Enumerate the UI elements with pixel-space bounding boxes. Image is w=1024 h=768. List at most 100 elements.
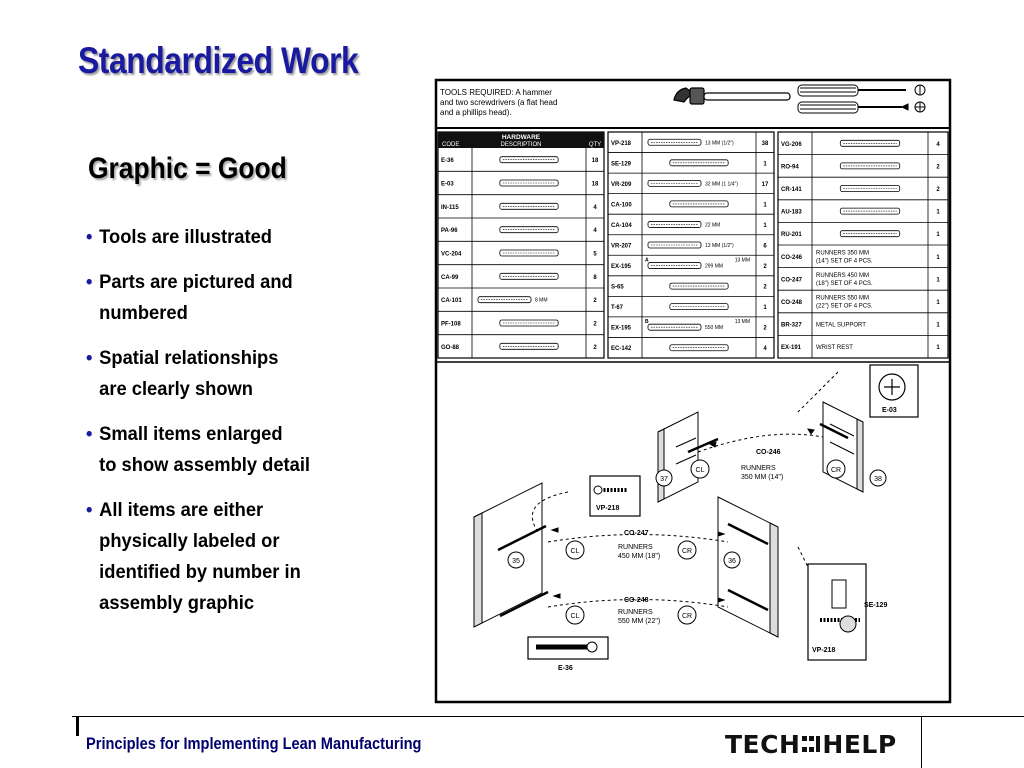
- hardware-qty: 2: [763, 264, 767, 270]
- part-size-note: 13 MM (1/2"): [705, 140, 734, 146]
- part-icon: [647, 262, 702, 269]
- part-icon: [839, 162, 901, 170]
- part-icon: [669, 159, 729, 167]
- part-icon: [669, 282, 729, 290]
- hardware-qty: 2: [763, 326, 767, 332]
- bullet-dot-icon: •: [86, 423, 93, 445]
- hardware-code: S-65: [611, 285, 624, 291]
- part-icon: [647, 221, 702, 228]
- step-number-35: 35: [507, 551, 525, 569]
- runner-desc: RUNNERS: [618, 544, 653, 551]
- hardware-desc: METAL SUPPORT: [816, 323, 866, 329]
- hardware-qty: 2: [593, 345, 597, 351]
- cam-icon: [839, 615, 857, 633]
- hardware-col-header: DESCRIPTION: [500, 142, 541, 148]
- part-icon: [647, 179, 702, 187]
- part-icon: [499, 226, 559, 234]
- callout-vp218-label: VP-218: [812, 647, 835, 654]
- exploded-assembly-drawing: [473, 371, 864, 638]
- part-size-note: 550 MM: [705, 325, 723, 331]
- runner-desc: 350 MM (14"): [741, 474, 783, 481]
- bullet-item: •Parts are pictured and numbered: [86, 267, 368, 329]
- cr-marker: CR: [677, 540, 697, 560]
- runner-code-label: CO-246: [756, 449, 781, 456]
- step-number-38: 38: [869, 469, 887, 487]
- hardware-qty: 1: [763, 305, 767, 311]
- hardware-qty: 1: [936, 300, 940, 306]
- part-icon: [647, 241, 702, 249]
- hammer-icon: [673, 87, 791, 105]
- hardware-code: BR-327: [781, 323, 802, 329]
- hardware-qty: 18: [592, 158, 599, 164]
- hardware-qty: 4: [936, 142, 940, 148]
- part-tag: B: [645, 319, 649, 325]
- bullet-dot-icon: •: [86, 347, 93, 369]
- hardware-qty: 1: [936, 345, 940, 351]
- hardware-col-header: QTY: [589, 142, 601, 148]
- part-icon: [499, 156, 559, 164]
- hardware-code: EX-191: [781, 345, 802, 351]
- svg-text:CL: CL: [696, 467, 705, 474]
- part-icon: [499, 342, 559, 350]
- hardware-qty: 2: [936, 164, 940, 170]
- svg-text:35: 35: [512, 558, 520, 565]
- bullet-dot-icon: •: [86, 226, 93, 248]
- hardware-qty: 2: [763, 285, 767, 291]
- hardware-code: EC-142: [611, 346, 632, 352]
- hardware-code: IN-115: [441, 205, 459, 211]
- bullet-dot-icon: •: [86, 271, 93, 293]
- part-icon: [499, 272, 559, 280]
- bullet-text: Small items enlarged to show assembly de…: [99, 423, 311, 476]
- part-icon: [499, 202, 559, 210]
- hardware-qty: 6: [763, 244, 767, 250]
- callout-se129-label: SE-129: [864, 602, 887, 609]
- hardware-code: CO-248: [781, 300, 803, 306]
- slide-title: Standardized Work: [78, 40, 359, 81]
- hardware-code: AU-183: [781, 210, 802, 216]
- hardware-qty: 1: [936, 255, 940, 261]
- runner-code-label: CO-247: [624, 530, 649, 537]
- runner-desc: 550 MM (22"): [618, 618, 660, 625]
- bullet-text: Tools are illustrated: [99, 226, 272, 248]
- hardware-code: CA-104: [611, 223, 632, 229]
- hardware-qty: 2: [593, 322, 597, 328]
- hardware-code: E-36: [441, 158, 454, 164]
- footer-text: Principles for Implementing Lean Manufac…: [86, 734, 422, 753]
- hardware-desc: RUNNERS 450 MM: [816, 273, 869, 279]
- assembly-instruction-figure: TOOLS REQUIRED: A hammer and two screwdr…: [428, 72, 968, 714]
- part-icon: [839, 207, 901, 215]
- cl-marker: CL: [565, 605, 585, 625]
- hardware-code: RU-201: [781, 232, 802, 238]
- hardware-code: T-67: [611, 305, 624, 311]
- hardware-qty: 1: [936, 210, 940, 216]
- tools-text-line: TOOLS REQUIRED: A hammer: [440, 88, 552, 97]
- callout-e03: E-03: [869, 364, 919, 418]
- hardware-code: CA-101: [441, 298, 462, 304]
- part-icon: [839, 139, 901, 147]
- bullet-dot-icon: •: [86, 499, 93, 521]
- part-size-note: 22 MM: [705, 222, 720, 228]
- hardware-qty: 1: [936, 232, 940, 238]
- hardware-qty: 4: [593, 228, 597, 234]
- callout-vp218-label: VP-218: [596, 505, 619, 512]
- callout-e36-label: E-36: [558, 665, 573, 672]
- hardware-qty: 17: [762, 182, 769, 188]
- bullet-text: Spatial relationships are clearly shown: [99, 347, 279, 400]
- step-number-37: 37: [655, 469, 673, 487]
- hardware-code: VC-204: [441, 252, 462, 258]
- bullet-text: All items are either physically labeled …: [99, 499, 301, 614]
- svg-text:CL: CL: [571, 548, 580, 555]
- hardware-code: SE-129: [611, 161, 632, 167]
- hardware-desc: RUNNERS 350 MM: [816, 250, 869, 256]
- cl-marker: CL: [565, 540, 585, 560]
- callout-vp218: VP-218: [589, 475, 641, 517]
- hardware-code: VR-209: [611, 182, 632, 188]
- part-size-note: 13 MM (1/2"): [705, 243, 734, 249]
- runner-desc: RUNNERS: [618, 609, 653, 616]
- hardware-qty: 1: [763, 223, 767, 229]
- callout-se129: SE-129 VP-218: [807, 563, 887, 661]
- hardware-code: VG-206: [781, 142, 802, 148]
